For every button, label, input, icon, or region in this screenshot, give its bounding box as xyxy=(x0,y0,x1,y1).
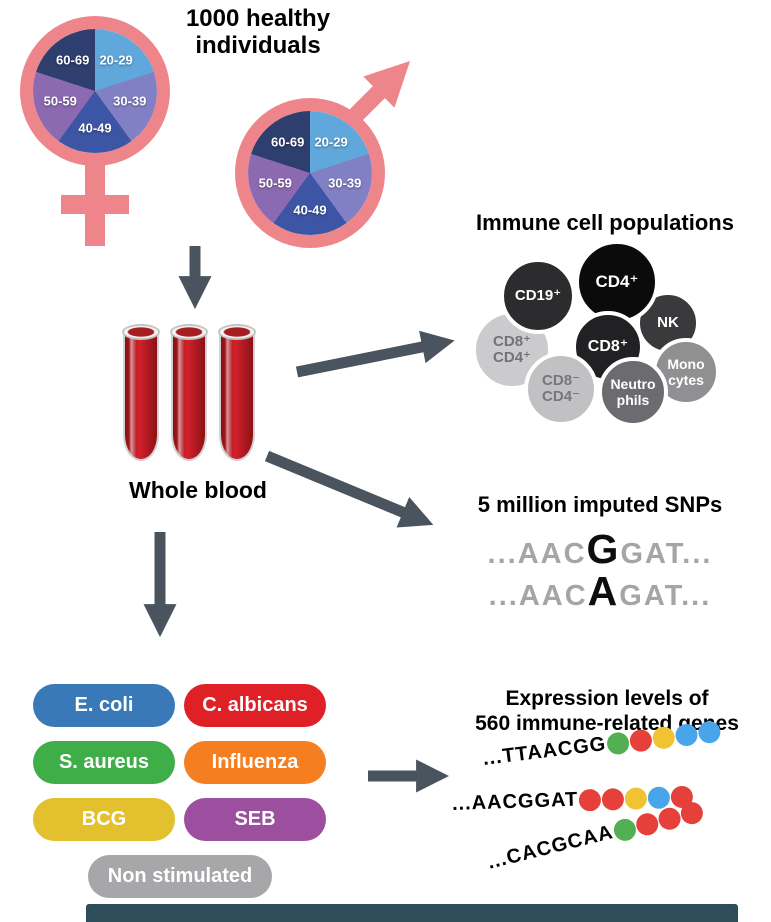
blood-tubes xyxy=(122,324,274,466)
blood-tube-body xyxy=(221,331,253,459)
male-age-pie-ring: 20-29 30-39 40-49 50-59 60-69 xyxy=(235,98,385,248)
cell-neutrophils: Neutro phils xyxy=(598,357,668,427)
cell-label: CD8⁻ xyxy=(542,372,580,389)
age-group-label: 60-69 xyxy=(271,134,305,150)
blood-tube-body xyxy=(173,331,205,459)
stimulus-influenza: Influenza xyxy=(184,741,326,784)
male-symbol: 20-29 30-39 40-49 50-59 60-69 xyxy=(235,98,385,248)
expression-dot xyxy=(611,816,639,843)
snp-sequence-alt: ...AACAGAT... xyxy=(440,568,760,619)
blood-tube-rim xyxy=(170,324,208,340)
sequence-suffix: GAT... xyxy=(619,580,712,612)
expression-dot xyxy=(578,788,602,812)
expression-dot xyxy=(651,725,676,750)
cohort-title: 1000 healthy individuals xyxy=(158,5,358,59)
cell-label: NK xyxy=(657,314,679,331)
cell-monocytes: Mono cytes xyxy=(652,338,720,406)
expression-dot xyxy=(605,730,631,756)
cell-cd8neg-cd4neg: CD8⁻ CD4⁻ xyxy=(524,352,598,426)
blood-tube-body xyxy=(125,331,157,459)
sequence-text: ...TTAACGG xyxy=(481,732,608,770)
expression-title-line2: 560 immune-related genes xyxy=(475,712,739,735)
age-group-label: 20-29 xyxy=(99,52,133,68)
snp-variant-allele: A xyxy=(587,568,620,614)
cell-label: CD4⁻ xyxy=(542,388,580,405)
sequence-text: ...AACGGAT xyxy=(451,788,579,815)
cell-label: CD4⁺ xyxy=(493,349,531,366)
expression-dot xyxy=(633,810,661,838)
whole-blood-label: Whole blood xyxy=(129,477,267,503)
male-age-pie xyxy=(248,111,372,235)
stimulus-e-coli: E. coli xyxy=(33,684,175,727)
blood-tube xyxy=(170,324,208,462)
sequence-text: ...CACGCAA xyxy=(485,821,616,874)
expression-dot xyxy=(628,727,654,753)
age-group-label: 50-59 xyxy=(43,93,77,109)
expression-dot xyxy=(674,722,699,747)
cell-label: CD8⁺ xyxy=(587,338,629,355)
age-group-label: 40-49 xyxy=(293,202,327,218)
age-group-label: 30-39 xyxy=(328,175,362,191)
expression-dot xyxy=(647,785,671,809)
blood-tube xyxy=(122,324,160,462)
sequence-prefix: ...AAC xyxy=(488,580,588,612)
arrow-blood-to-immune-cells xyxy=(295,330,455,378)
blood-tube xyxy=(218,324,256,462)
stimulus-label: BCG xyxy=(81,808,127,830)
cell-label: CD4⁺ xyxy=(595,272,639,291)
expression-dot xyxy=(624,786,648,810)
cohort-title-line1: 1000 healthy xyxy=(185,5,331,32)
immune-populations-title: Immune cell populations xyxy=(476,210,734,235)
cell-label: CD8⁺ xyxy=(493,333,531,350)
stimulus-c-albicans: C. albicans xyxy=(184,684,326,727)
expression-dot xyxy=(656,804,683,832)
age-group-label: 60-69 xyxy=(56,52,90,68)
female-age-pie-ring: 20-29 30-39 40-49 50-59 60-69 xyxy=(20,16,170,166)
female-symbol: 20-29 30-39 40-49 50-59 60-69 xyxy=(20,16,170,261)
sequence-prefix: ...AAC xyxy=(487,538,587,570)
age-group-label: 50-59 xyxy=(258,175,292,191)
stimulus-seb: SEB xyxy=(184,798,326,841)
stimulus-label: SEB xyxy=(234,808,276,830)
snps-title: 5 million imputed SNPs xyxy=(477,492,723,517)
expression-dot xyxy=(601,787,625,811)
bottom-panel-edge xyxy=(86,904,738,922)
age-group-label: 20-29 xyxy=(314,134,348,150)
expression-title: Expression levels of 560 immune-related … xyxy=(452,686,762,736)
expression-title-line1: Expression levels of xyxy=(505,687,709,710)
stimulus-label: C. albicans xyxy=(202,694,308,716)
blood-tube-rim xyxy=(122,324,160,340)
female-age-pie xyxy=(33,29,157,153)
age-group-label: 30-39 xyxy=(113,93,147,109)
stimulus-label: E. coli xyxy=(74,694,134,716)
snp-variant-allele: G xyxy=(586,526,621,572)
expression-dot xyxy=(697,719,722,744)
cell-label: phils xyxy=(616,392,650,408)
stimulus-non-stimulated: Non stimulated xyxy=(88,855,272,898)
female-symbol-cross-horizontal xyxy=(61,195,129,214)
cell-label: cytes xyxy=(668,372,704,388)
expression-dot xyxy=(678,799,705,827)
age-group-label: 40-49 xyxy=(78,120,112,136)
snp-sequence-ref: ...AACGGAT... xyxy=(440,526,760,577)
cell-label: Mono xyxy=(667,356,705,372)
sequence-suffix: GAT... xyxy=(620,538,713,570)
cell-label: CD19⁺ xyxy=(514,287,562,304)
stimulus-bcg: BCG xyxy=(33,798,175,841)
cell-cd4: CD4⁺ xyxy=(575,240,659,324)
blood-tube-rim xyxy=(218,324,256,340)
stimulus-label: S. aureus xyxy=(58,751,150,773)
stimulus-s-aureus: S. aureus xyxy=(33,741,175,784)
stimulus-label: Influenza xyxy=(211,751,299,773)
cohort-title-line2: individuals xyxy=(195,32,321,59)
cell-cd19: CD19⁺ xyxy=(500,258,576,334)
cell-label: Neutro xyxy=(610,376,656,392)
stimulus-label: Non stimulated xyxy=(107,865,253,887)
